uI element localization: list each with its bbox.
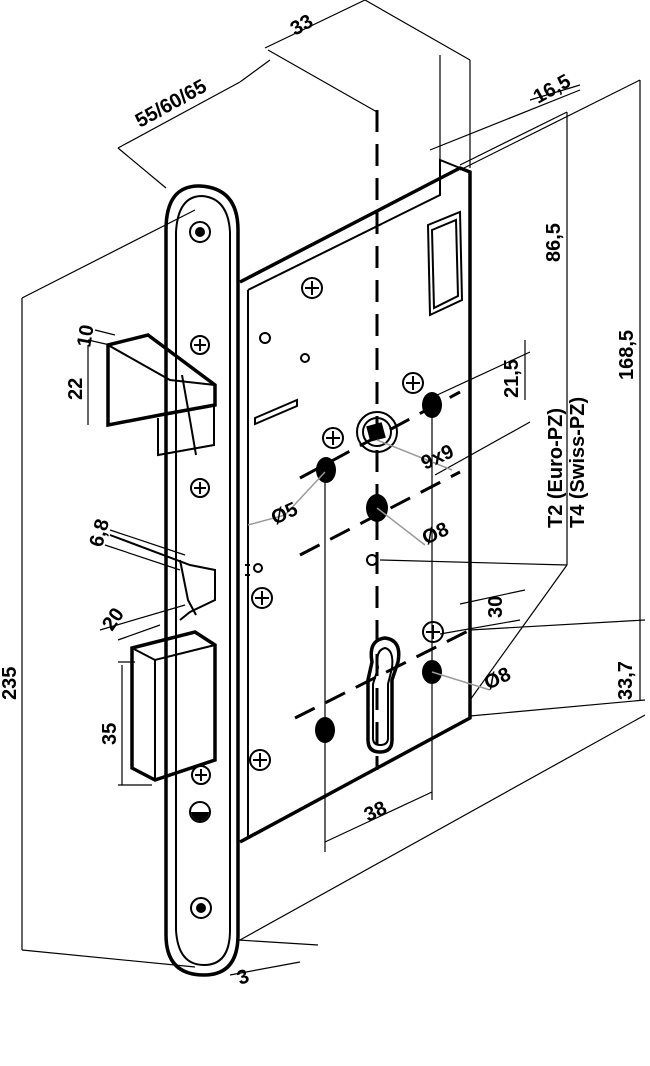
- dimension-labels: 55/60/65 33 16,5 86,5 168,5 21,5 235 10 …: [0, 10, 638, 989]
- faceplate-screw-1: [190, 335, 210, 355]
- faceplate-screw-3: [191, 765, 211, 785]
- dim-16-5: 16,5: [530, 70, 575, 108]
- small-hole: [259, 332, 271, 344]
- dim-38: 38: [361, 797, 390, 826]
- latch-bolt: [106, 333, 217, 457]
- deadbolt: [130, 630, 217, 782]
- case-screw-top: [301, 277, 323, 299]
- cylinder-cutout: [366, 636, 401, 754]
- faceplate-screw-2: [190, 478, 210, 498]
- case-screw-bottom-left: [249, 749, 271, 771]
- dim-30: 30: [485, 596, 507, 618]
- dim-235: 235: [0, 667, 21, 700]
- variant-t4-swiss-pz: T4 (Swiss-PZ): [567, 397, 589, 528]
- center-lines: [294, 110, 471, 770]
- dimension-lines: [21, 0, 646, 976]
- case-screw-lower-right: [422, 621, 444, 643]
- dim-dia8-right: Ø8: [481, 663, 514, 694]
- dim-35: 35: [99, 723, 121, 745]
- dim-22: 22: [65, 378, 87, 400]
- dim-21-5: 21,5: [501, 359, 523, 398]
- faceplate-screw-hole-lower: [189, 801, 211, 823]
- leader-lines: [247, 439, 491, 691]
- small-hole: [300, 353, 310, 363]
- auxiliary-latch: [109, 534, 216, 621]
- dim-6-8: 6,8: [86, 517, 114, 550]
- dim-86-5: 86,5: [543, 223, 565, 262]
- dim-20: 20: [98, 604, 129, 635]
- variant-t2-euro-pz: T2 (Euro-PZ): [545, 408, 567, 528]
- case-slot: [254, 398, 298, 426]
- lock-case: [239, 158, 472, 844]
- case-screw-left: [251, 587, 273, 609]
- dim-3: 3: [234, 965, 252, 989]
- faceplate: [164, 184, 240, 977]
- dim-168-5: 168,5: [616, 330, 638, 380]
- case-screw-mid-left: [322, 427, 344, 449]
- dim-33-7: 33,7: [615, 661, 637, 700]
- dim-10: 10: [73, 323, 99, 349]
- case-screw-mid-right: [402, 372, 424, 394]
- faceplate-screw-hole-bottom: [190, 897, 212, 919]
- faceplate-screw-hole-top: [189, 221, 211, 243]
